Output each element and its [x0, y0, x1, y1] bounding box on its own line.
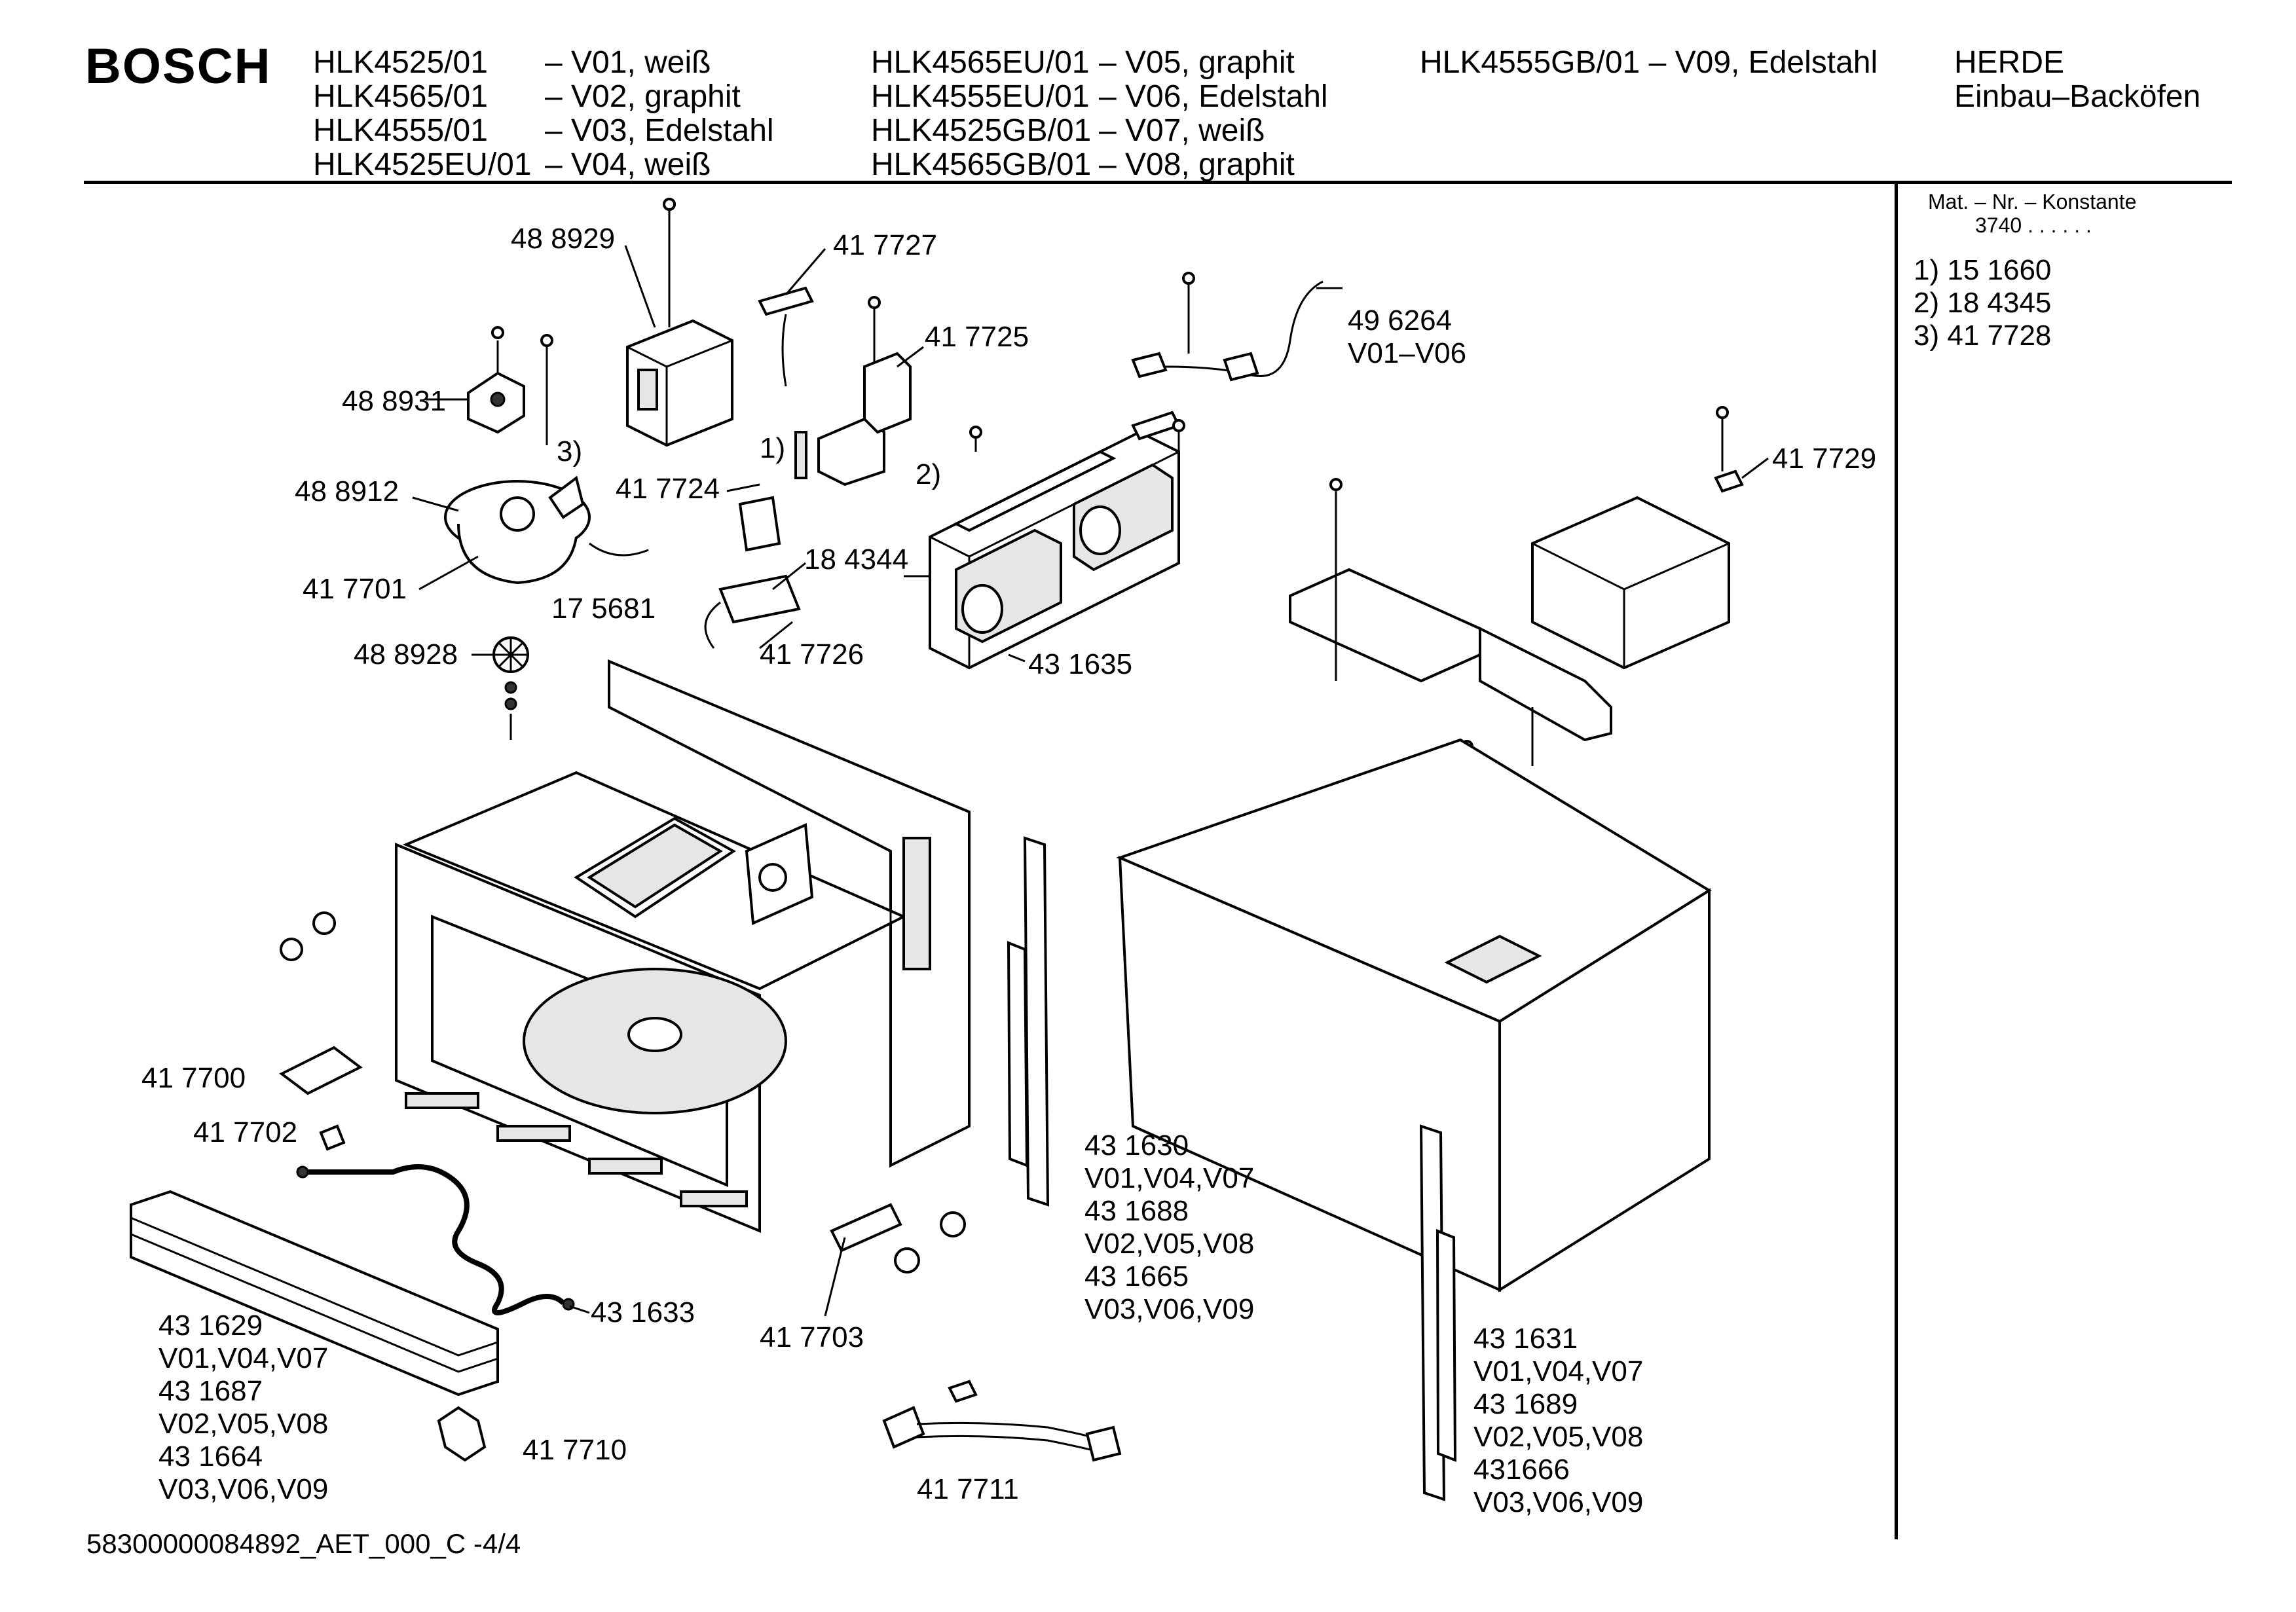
category-block: HERDE Einbau–Backöfen [1954, 46, 2200, 114]
part-number: 49 6264 [1348, 304, 1453, 337]
part-number: 43 1629 [158, 1310, 263, 1342]
brand-logo: BOSCH [85, 39, 272, 94]
mat-nr-value: 3740 . . . . . . [1975, 213, 2092, 237]
fan-housing-part [412, 475, 591, 591]
category-subtitle: Einbau–Backöfen [1954, 79, 2201, 114]
part-number: 43 1665 [1084, 1260, 1189, 1292]
transformer-part [624, 198, 733, 447]
part-number: 43 1687 [158, 1375, 263, 1407]
part-label: 17 5681 [551, 593, 656, 625]
variant-text: – V08, graphit [1099, 147, 1295, 182]
model-code: HLK4555/01 [313, 113, 488, 148]
mounting-bracket-part [1289, 406, 1769, 766]
part-label-group: 43 1630 V01,V04,V07 43 1688 V02,V05,V08 … [1084, 1129, 1254, 1326]
variant-text: – V07, weiß [1099, 113, 1265, 148]
part-label: 18 4344 [804, 543, 909, 576]
part-number: 43 1630 [1084, 1129, 1189, 1162]
part-label: 41 7726 [760, 638, 864, 670]
reference-item: 1) 15 1660 [1914, 254, 2052, 286]
part-label: 43 1635 [1028, 648, 1133, 680]
oven-cavity-part [395, 659, 971, 1233]
variant-text: – V02, graphit [545, 79, 741, 114]
part-variant: V02,V05,V08 [1473, 1421, 1644, 1453]
part-variant: V01,V04,V07 [1084, 1162, 1255, 1194]
part-label: 41 7724 [616, 473, 720, 505]
header-divider [84, 181, 2232, 184]
heating-element-part [296, 1164, 590, 1315]
part-label-group: 49 6264 V01–V06 [1348, 304, 1466, 370]
model-column-2: HLK4565EU/01 HLK4555EU/01 HLK4525GB/01 H… [871, 46, 1091, 182]
category-title: HERDE [1954, 45, 2065, 80]
reference-marker: 2) [916, 458, 942, 490]
part-label: 41 7701 [303, 573, 407, 605]
part-number: 431666 [1473, 1454, 1570, 1486]
model-code: HLK4565GB/01 [871, 147, 1092, 182]
model-column-3: HLK4555GB/01 – V09, Edelstahl [1420, 46, 1878, 80]
part-label: 48 8912 [295, 475, 399, 507]
variant-text: – V03, Edelstahl [545, 113, 774, 148]
model-code: HLK4525EU/01 [313, 147, 532, 182]
part-variant: V01,V04,V07 [1473, 1355, 1644, 1387]
part-number: 43 1664 [158, 1440, 263, 1473]
part-label: 41 7725 [925, 321, 1029, 353]
outer-housing-part [1116, 738, 1712, 1292]
part-label: 41 7703 [760, 1321, 864, 1353]
model-code: HLK4555GB/01 – V09, Edelstahl [1420, 45, 1878, 80]
document-footer: 58300000084892_AET_000_C -4/4 [86, 1528, 521, 1559]
variant-column-2: – V05, graphit – V06, Edelstahl – V07, w… [1099, 46, 1328, 182]
part-variant: V03,V06,V09 [1473, 1486, 1644, 1518]
mat-nr-label: Mat. – Nr. – Konstante [1928, 190, 2137, 213]
variant-text: – V01, weiß [545, 45, 711, 80]
part-label: 41 7702 [193, 1116, 298, 1148]
part-variant: V01,V04,V07 [158, 1342, 329, 1374]
reference-list: 1) 15 1660 2) 18 4345 3) 41 7728 [1914, 254, 2051, 352]
sensor-parts [589, 248, 982, 650]
variant-text: – V05, graphit [1099, 45, 1295, 80]
part-label: 48 8931 [342, 385, 447, 417]
reference-marker: 3) [557, 435, 583, 467]
side-panel-divider [1895, 184, 1898, 1539]
cooling-fan-assembly-part [904, 411, 1181, 670]
variant-text: – V04, weiß [545, 147, 711, 182]
motor-part [426, 326, 553, 445]
model-code: HLK4525/01 [313, 45, 488, 80]
side-rail-part [1007, 836, 1050, 1207]
part-variant: V01–V06 [1348, 337, 1467, 369]
trim-strip-part [130, 1190, 499, 1397]
part-label: 43 1633 [591, 1296, 695, 1328]
variant-text: – V06, Edelstahl [1099, 79, 1328, 114]
part-variant: V02,V05,V08 [158, 1408, 329, 1440]
part-label: 41 7729 [1772, 443, 1877, 475]
part-label: 48 8928 [354, 638, 458, 670]
cable-harness-part [1131, 272, 1342, 382]
part-label-group: 43 1629 V01,V04,V07 43 1687 V02,V05,V08 … [158, 1310, 328, 1506]
model-column-1: HLK4525/01 HLK4565/01 HLK4555/01 HLK4525… [313, 46, 532, 182]
part-number: 43 1631 [1473, 1323, 1578, 1355]
part-variant: V02,V05,V08 [1084, 1228, 1255, 1260]
model-code: HLK4565EU/01 [871, 45, 1090, 80]
small-plate-parts [279, 1046, 1122, 1462]
knob-parts [280, 911, 966, 1273]
fan-wheel-part [472, 636, 529, 740]
part-label: 41 7700 [141, 1062, 246, 1094]
part-variant: V03,V06,V09 [158, 1473, 329, 1505]
reference-marker: 1) [760, 432, 786, 464]
part-label: 41 7710 [523, 1434, 627, 1466]
part-label-group: 43 1631 V01,V04,V07 43 1689 V02,V05,V08 … [1473, 1323, 1643, 1519]
variant-column-1: – V01, weiß – V02, graphit – V03, Edelst… [545, 46, 774, 182]
reference-item: 3) 41 7728 [1914, 320, 2052, 352]
screw-parts [663, 198, 1185, 458]
side-rail-right-part [1419, 1124, 1457, 1501]
model-code: HLK4525GB/01 [871, 113, 1092, 148]
model-code: HLK4565/01 [313, 79, 488, 114]
part-number: 43 1689 [1473, 1388, 1578, 1420]
reference-item: 2) 18 4345 [1914, 287, 2052, 319]
part-number: 43 1688 [1084, 1195, 1189, 1227]
part-variant: V03,V06,V09 [1084, 1293, 1255, 1325]
part-label: 41 7711 [917, 1473, 1019, 1505]
model-code: HLK4555EU/01 [871, 79, 1090, 114]
part-label: 41 7727 [833, 229, 938, 261]
part-label: 48 8929 [511, 223, 616, 255]
